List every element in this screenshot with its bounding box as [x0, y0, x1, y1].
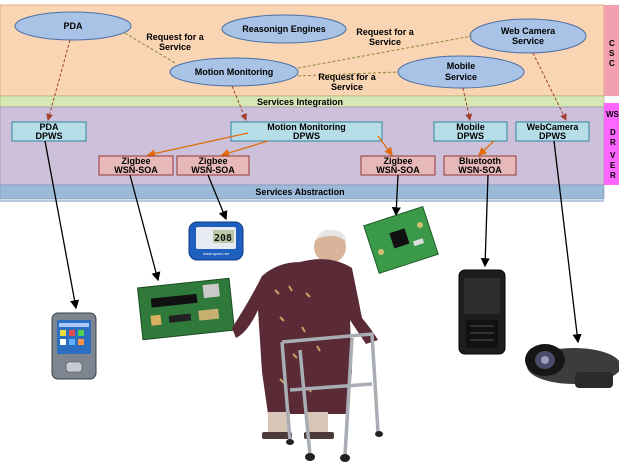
- pedometer-url: www.spotx.net: [203, 251, 230, 256]
- pda-service-ellipse: [14, 11, 132, 41]
- mobile-service-label-1: Mobile: [446, 61, 476, 71]
- dpws-pda-label-2: DPWS: [35, 131, 63, 141]
- dpws-webcam-box: [515, 121, 590, 142]
- bluetooth-wsn-box: [443, 155, 517, 176]
- side-bottom-letter-4: V: [610, 151, 616, 160]
- pedometer-icon: [188, 221, 244, 261]
- side-bottom-letter-2: D: [610, 128, 616, 137]
- zigbee-wsn-label-2a: Zigbee: [198, 156, 228, 166]
- side-bottom-letter-1: WS: [606, 110, 619, 119]
- zigbee-wsn-label-2b: WSN-SOA: [191, 165, 235, 175]
- dpws-pda-label-1: PDA: [39, 122, 59, 132]
- zigbee-sensor-board-icon-1: [136, 277, 236, 341]
- pda-device-icon: [51, 312, 97, 380]
- request-label-3a: Request for a: [318, 72, 376, 82]
- services-abstraction-label: Services Abstraction: [255, 187, 345, 197]
- webcam-service-label-2: Service: [511, 36, 545, 46]
- dpws-webcam-label-2: DPWS: [539, 131, 566, 141]
- reasoning-engines-ellipse: [221, 14, 347, 44]
- zigbee-wsn-label-1b: WSN-SOA: [114, 165, 158, 175]
- dpws-pda-box: [11, 121, 87, 142]
- zigbee-wsn-label-1a: Zigbee: [121, 156, 151, 166]
- dpws-mobile-label-2: DPWS: [457, 131, 484, 141]
- zigbee-wsn-box-2: [176, 155, 250, 176]
- services-integration-label: Services Integration: [256, 97, 344, 107]
- zigbee-wsn-label-3b: WSN-SOA: [376, 165, 420, 175]
- side-band-bottom: [604, 103, 619, 185]
- motion-monitoring-label: Motion Monitoring: [194, 67, 274, 77]
- side-bottom-letter-5: E: [610, 161, 616, 170]
- motion-monitoring-ellipse: [169, 57, 299, 87]
- request-label-1b: Service: [158, 42, 192, 52]
- dpws-webcam-label-1: WebCamera: [526, 122, 579, 132]
- side-top-letter-2: S: [609, 49, 615, 58]
- side-top-letter-3: C: [609, 59, 615, 68]
- dpws-motion-box: [230, 121, 383, 142]
- side-bottom-letter-3: R: [610, 138, 616, 147]
- pda-service-label: PDA: [63, 21, 83, 31]
- side-bottom-letter-6: R: [610, 171, 616, 180]
- request-label-2b: Service: [368, 37, 402, 47]
- bluetooth-wsn-label-b: WSN-SOA: [458, 165, 502, 175]
- bluetooth-wsn-label-a: Bluetooth: [459, 156, 501, 166]
- side-top-letter-1: C: [609, 39, 615, 48]
- dpws-mobile-box: [433, 121, 508, 142]
- zigbee-sensor-board-icon-2: [363, 206, 439, 274]
- pedometer-reading: 208: [214, 233, 232, 244]
- mobile-service-label-2: Service: [444, 72, 478, 82]
- side-band-top: [604, 5, 619, 96]
- mobile-phone-icon: [458, 269, 506, 355]
- request-label-3b: Service: [330, 82, 364, 92]
- dpws-mobile-label-1: Mobile: [456, 122, 485, 132]
- request-label-1a: Request for a: [146, 32, 204, 42]
- services-abstraction-band: [0, 184, 605, 200]
- zigbee-wsn-box-1: [98, 155, 174, 176]
- dpws-motion-label-1: Motion Monitoring: [267, 122, 346, 132]
- reasoning-engines-label: Reasonign Engines: [242, 24, 326, 34]
- webcam-service-label-1: Web Camera: [500, 26, 556, 36]
- dpws-motion-label-2: DPWS: [293, 131, 320, 141]
- webcam-icon: [525, 344, 619, 388]
- webcam-service-ellipse: [469, 18, 587, 54]
- zigbee-wsn-label-3a: Zigbee: [383, 156, 413, 166]
- elderly-person-with-walker-image: [232, 229, 383, 462]
- request-label-2a: Request for a: [356, 27, 414, 37]
